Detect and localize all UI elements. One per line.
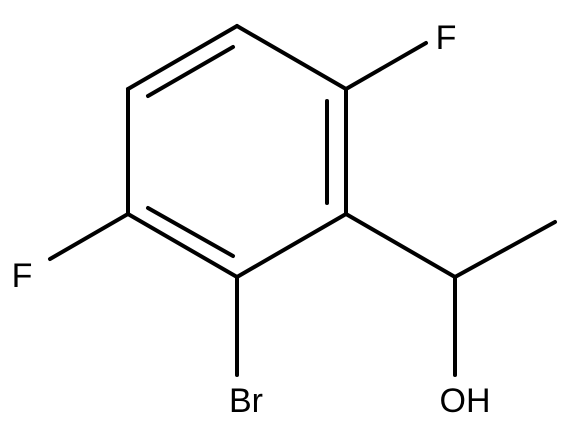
atom-label-fluorine-left: F — [12, 257, 33, 295]
ring-double-bond-inner-lower-left — [146, 206, 235, 258]
atom-label-hydroxyl: OH — [440, 382, 491, 420]
ring-bond-c3-c4 — [126, 212, 239, 279]
bond-ring-to-carbinol — [344, 212, 457, 279]
ring-bond-c1-c2 — [126, 24, 239, 91]
ring-bond-c4-c5 — [235, 212, 348, 279]
ring-double-bond-inner-top — [146, 45, 235, 98]
atom-label-bromine: Br — [229, 382, 263, 420]
atom-label-fluorine-top: F — [436, 19, 457, 57]
bond-carbinol-to-methyl — [453, 220, 557, 279]
benzene-ring — [126, 24, 348, 279]
bond-to-fluorine-top — [344, 41, 428, 91]
bond-to-fluorine-left — [48, 212, 130, 261]
ring-bond-c6-c1 — [235, 24, 348, 91]
